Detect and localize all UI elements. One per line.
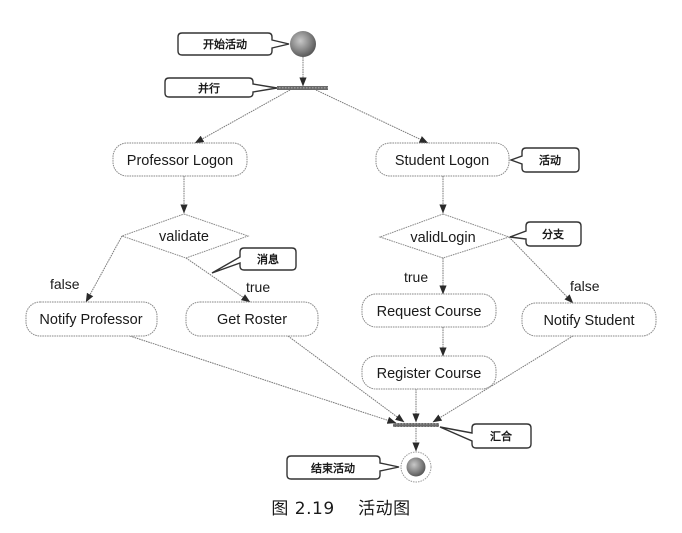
label-notify-professor: Notify Professor <box>39 312 142 328</box>
edge-fork-to-professor-logon <box>194 89 291 144</box>
edge-fork-to-student-logon <box>315 89 429 144</box>
callout-end-shape <box>286 455 400 480</box>
edge-label-validlogin-false: false <box>570 278 600 294</box>
decision-validate <box>120 213 250 259</box>
edge-notify-professor-to-join <box>129 335 397 424</box>
callout-message-shape <box>211 247 297 274</box>
callout-activity-shape <box>508 147 580 173</box>
edge-label-validate-false: false <box>50 276 80 292</box>
label-student-logon: Student Logon <box>395 153 489 169</box>
figure-number: 图 2.19 <box>271 499 335 519</box>
callout-fork-shape <box>164 77 278 98</box>
callout-activity-text: 活动 <box>539 153 561 167</box>
callout-start-text: 开始活动 <box>203 37 247 51</box>
callout-join-text: 汇合 <box>490 429 513 443</box>
label-register-course: Register Course <box>377 366 482 382</box>
edge-get-roster-to-join <box>287 335 405 423</box>
label-request-course: Request Course <box>377 304 482 320</box>
callout-start-shape <box>177 32 290 56</box>
decision-validlogin <box>378 213 511 259</box>
label-validlogin: validLogin <box>410 230 475 246</box>
callout-branch-text: 分支 <box>542 227 565 241</box>
activity-get-roster <box>185 301 319 337</box>
final-node <box>400 451 432 483</box>
activity-notify-professor <box>25 301 158 337</box>
edge-notify-student-to-join <box>432 335 574 423</box>
callout-end-text: 结束活动 <box>310 461 355 475</box>
edge-validlogin-false <box>508 236 574 304</box>
join-bar <box>393 423 439 427</box>
fork-bar <box>277 86 328 90</box>
callout-fork-text: 并行 <box>198 81 220 95</box>
activity-register-course <box>361 355 497 390</box>
activity-student-logon <box>375 142 510 177</box>
activity-notify-student <box>521 302 657 337</box>
figure-title: 活动图 <box>358 499 411 519</box>
callout-message-text: 消息 <box>257 252 279 266</box>
callout-join-shape <box>439 423 532 449</box>
callout-branch-shape <box>509 221 582 247</box>
edge-validate-false <box>85 235 123 303</box>
label-notify-student: Notify Student <box>543 313 634 329</box>
figure-caption: 图 2.19 活动图 <box>0 494 682 519</box>
label-get-roster: Get Roster <box>217 312 287 328</box>
activity-professor-logon <box>112 142 248 177</box>
label-validate: validate <box>159 229 209 245</box>
edge-validate-true <box>185 257 251 303</box>
initial-node <box>290 31 316 57</box>
activity-request-course <box>361 293 497 328</box>
edge-label-validate-true: true <box>246 279 270 295</box>
edge-label-validlogin-true: true <box>404 269 428 285</box>
caption-spacer <box>335 499 358 519</box>
label-professor-logon: Professor Logon <box>127 153 233 169</box>
